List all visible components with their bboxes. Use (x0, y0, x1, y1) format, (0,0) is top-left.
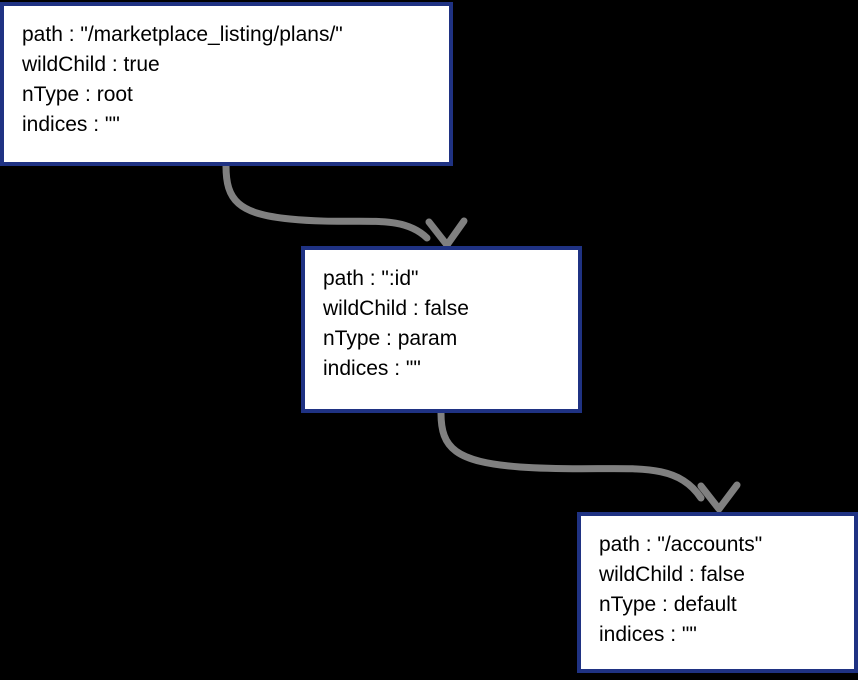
node-root-wildchild: wildChild : true (22, 53, 160, 76)
node-default[interactable]: path : "/accounts" wildChild : false nTy… (577, 512, 858, 673)
node-param-ntype: nType : param (323, 327, 458, 350)
node-root[interactable]: path : "/marketplace_listing/plans/" wil… (0, 2, 453, 166)
node-param-wildchild: wildChild : false (323, 297, 469, 320)
node-param-indices: indices : "" (323, 357, 421, 380)
node-root-indices: indices : "" (22, 113, 120, 136)
node-root-path: path : "/marketplace_listing/plans/" (22, 23, 343, 46)
arrowhead-root-to-param (425, 217, 468, 249)
node-default-fields: path : "/accounts" wildChild : false nTy… (599, 530, 762, 650)
edge-param-to-default (437, 409, 705, 502)
node-param[interactable]: path : ":id" wildChild : false nType : p… (301, 246, 582, 413)
node-root-ntype: nType : root (22, 83, 133, 106)
edge-root-to-param (222, 162, 431, 242)
node-param-fields: path : ":id" wildChild : false nType : p… (323, 264, 469, 384)
node-root-fields: path : "/marketplace_listing/plans/" wil… (22, 20, 343, 140)
node-default-indices: indices : "" (599, 623, 697, 646)
arrowhead-param-to-default (697, 481, 741, 513)
node-default-ntype: nType : default (599, 593, 737, 616)
node-default-path: path : "/accounts" (599, 533, 763, 556)
node-param-path: path : ":id" (323, 267, 419, 290)
node-default-wildchild: wildChild : false (599, 563, 745, 586)
